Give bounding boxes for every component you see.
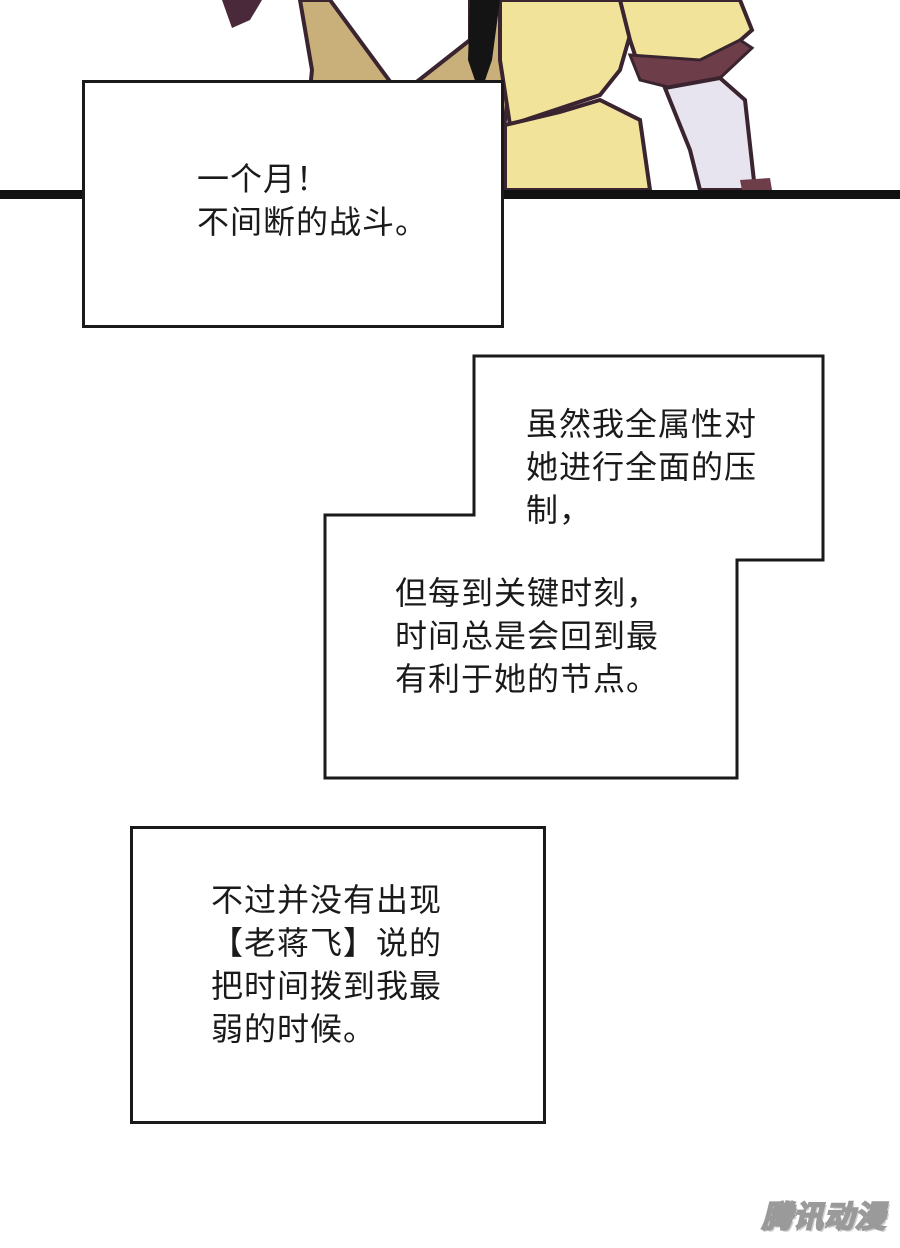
narration-line: 但每到关键时刻， xyxy=(395,574,660,612)
character-sleeve-band xyxy=(627,38,755,92)
narration-line: 不过并没有出现 xyxy=(211,881,443,919)
narration-text-3: 不过并没有出现 【老蒋飞】说的 把时间拨到我最 弱的时候。 xyxy=(211,879,442,1051)
character-jacket-right xyxy=(498,0,643,128)
character-arm-left xyxy=(222,0,262,28)
narration-line: 时间总是会回到最 xyxy=(395,617,660,655)
narration-line: 弱的时候。 xyxy=(211,1010,377,1048)
character-hand xyxy=(662,75,758,192)
narration-line: 把时间拨到我最 xyxy=(211,967,443,1005)
narration-box-3: 不过并没有出现 【老蒋飞】说的 把时间拨到我最 弱的时候。 xyxy=(130,826,546,1124)
narration-line: 制， xyxy=(526,491,593,529)
narration-text-1: 一个月！ 不间断的战斗。 xyxy=(197,158,428,244)
watermark-logo: 腾讯动漫 xyxy=(761,1199,886,1236)
narration-line: 不间断的战斗。 xyxy=(197,203,429,241)
narration-text-2a: 虽然我全属性对 她进行全面的压 制， xyxy=(526,403,757,532)
narration-text-2b: 但每到关键时刻， 时间总是会回到最 有利于她的节点。 xyxy=(395,572,659,701)
narration-line: 【老蒋飞】说的 xyxy=(211,924,443,962)
narration-line: 一个月！ xyxy=(197,160,330,198)
character-tie xyxy=(468,0,500,95)
narration-line: 虽然我全属性对 xyxy=(526,405,758,443)
narration-line: 她进行全面的压 xyxy=(526,448,758,486)
narration-box-1: 一个月！ 不间断的战斗。 xyxy=(82,80,504,328)
narration-line: 有利于她的节点。 xyxy=(395,660,660,698)
